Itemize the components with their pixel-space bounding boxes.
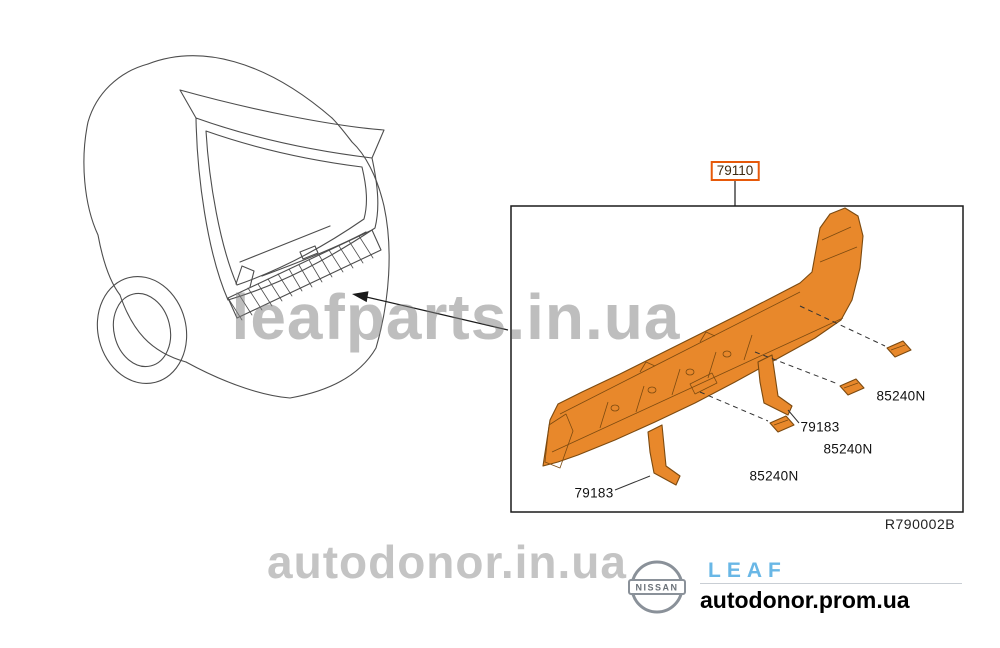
callout-79183-2: 79183 — [574, 485, 614, 501]
bracket-clips — [769, 340, 912, 433]
footer-site-text: autodonor.prom.ua — [700, 587, 910, 613]
mounting-leg-left — [647, 424, 681, 486]
callout-85240n-1: 85240N — [876, 388, 926, 404]
leaf-brand-text: LEAF — [708, 559, 787, 582]
leader-lines — [614, 305, 886, 491]
mounting-leg-right — [757, 354, 793, 416]
callout-85240n-2: 85240N — [823, 441, 873, 457]
callout-79183-1: 79183 — [800, 419, 840, 435]
nissan-logo-text: NISSAN — [635, 583, 678, 593]
part-number-tag: 79110 — [710, 161, 760, 181]
nissan-logo: NISSAN — [628, 560, 686, 614]
diagram-frame — [510, 205, 964, 513]
callout-85240n-3: 85240N — [749, 468, 799, 484]
rear-wheel — [96, 275, 188, 385]
footer-divider — [700, 583, 962, 584]
pointer-arrow — [352, 291, 509, 331]
rear-panel-part — [542, 207, 912, 486]
car-line-drawing — [83, 55, 390, 399]
hatch-pattern — [227, 235, 374, 321]
reference-code: R790002B — [884, 516, 956, 532]
